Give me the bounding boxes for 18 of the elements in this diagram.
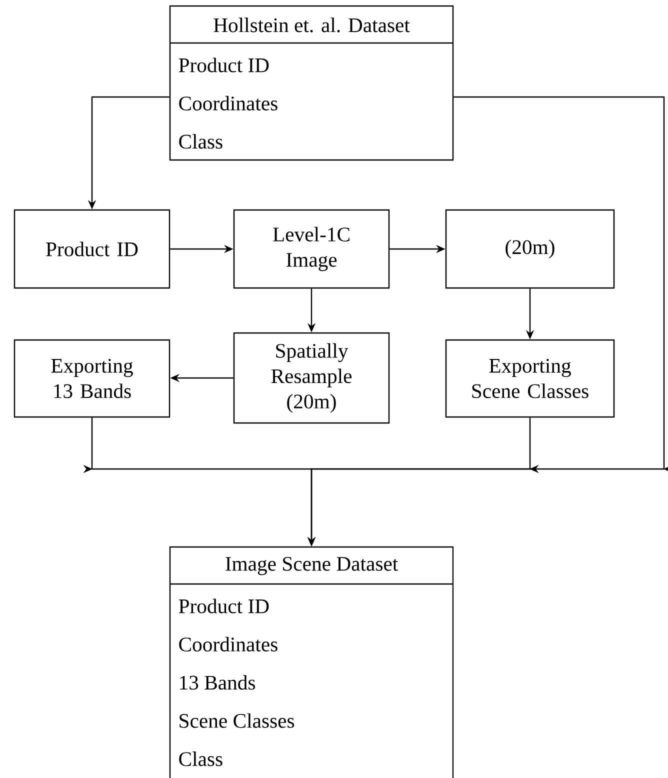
table-row: Product ID	[178, 58, 269, 72]
table-box	[169, 546, 454, 778]
table-header: Hollstein et. al. Dataset	[214, 18, 410, 32]
table-header: Image Scene Dataset	[226, 556, 398, 576]
process-box: Exporting Scene Classes	[445, 339, 615, 418]
table-row: Class	[179, 752, 222, 766]
process-box: (20m)	[445, 209, 615, 289]
table-row: Coordinates	[179, 636, 278, 652]
table-row: Coordinates	[179, 96, 278, 110]
table-row: Scene Classes	[180, 713, 294, 728]
process-box: Level-1C Image	[233, 209, 390, 289]
table-box	[169, 5, 454, 161]
table-row: 13 Bands	[180, 675, 256, 690]
process-box: Product ID	[14, 209, 170, 289]
table-row: Product ID	[178, 598, 269, 614]
table-row: Class	[179, 134, 222, 149]
process-box: Spatially Resample (20m)	[233, 332, 390, 424]
process-box: Exporting 13 Bands	[14, 339, 170, 418]
